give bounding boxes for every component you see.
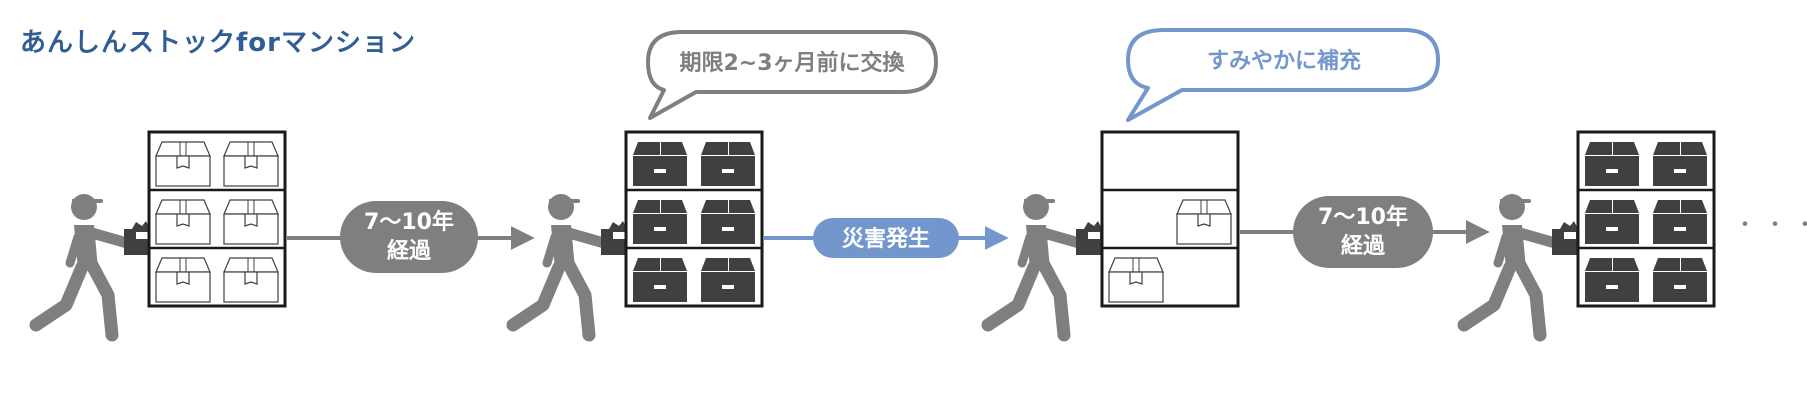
transition-pill — [813, 218, 959, 258]
transition-label: 経過 — [1341, 233, 1386, 259]
box-icon — [1653, 258, 1707, 302]
stage-3: すみやかに補充 — [988, 28, 1440, 335]
transition-label: 7〜10年 — [1318, 204, 1408, 230]
box-icon — [1585, 200, 1639, 244]
box-icon — [1653, 142, 1707, 186]
shelf-full-white — [147, 130, 287, 308]
box-icon — [155, 141, 211, 187]
delivery-person-icon — [513, 194, 633, 335]
transition-label: 経過 — [387, 238, 432, 264]
diagram-title: あんしんストックforマンション — [20, 28, 416, 58]
box-icon — [633, 200, 687, 244]
box-icon — [155, 257, 211, 303]
transition-2: 災害発生 — [764, 218, 1009, 258]
delivery-person-icon — [36, 194, 156, 335]
box-icon — [1653, 200, 1707, 244]
transition-pill — [340, 201, 478, 273]
continuation-dots: ・・・ — [1734, 213, 1807, 238]
box-icon — [223, 141, 279, 187]
delivery-person-icon — [988, 194, 1108, 335]
delivery-person-icon — [1464, 194, 1584, 335]
transition-pill — [1293, 196, 1433, 268]
stage-2: 期限2~3ヶ月前に交換 — [513, 30, 938, 335]
box-icon — [223, 257, 279, 303]
box-icon — [1176, 199, 1232, 245]
stage-4 — [1464, 130, 1716, 335]
box-icon — [155, 199, 211, 245]
transition-label: 災害発生 — [842, 226, 930, 252]
callout-replenish: すみやかに補充 — [1126, 28, 1440, 122]
box-icon — [1108, 257, 1164, 303]
box-icon — [633, 258, 687, 302]
shelf-partly-empty — [1100, 130, 1240, 308]
shelf-full-dark — [1576, 130, 1716, 308]
box-icon — [1585, 142, 1639, 186]
box-icon — [1585, 258, 1639, 302]
stage-1 — [36, 130, 287, 335]
shelf-full-dark — [624, 130, 764, 308]
callout-exchange: 期限2~3ヶ月前に交換 — [646, 30, 938, 120]
box-icon — [701, 258, 755, 302]
transition-1: 7〜10年 経過 — [287, 201, 535, 273]
transition-label: 7〜10年 — [364, 209, 454, 235]
transition-3: 7〜10年 経過 — [1240, 196, 1490, 268]
callout-text: すみやかに補充 — [1207, 48, 1361, 74]
callout-text: 期限2~3ヶ月前に交換 — [679, 50, 905, 76]
box-icon — [701, 200, 755, 244]
box-icon — [701, 142, 755, 186]
box-icon — [223, 199, 279, 245]
box-icon — [633, 142, 687, 186]
